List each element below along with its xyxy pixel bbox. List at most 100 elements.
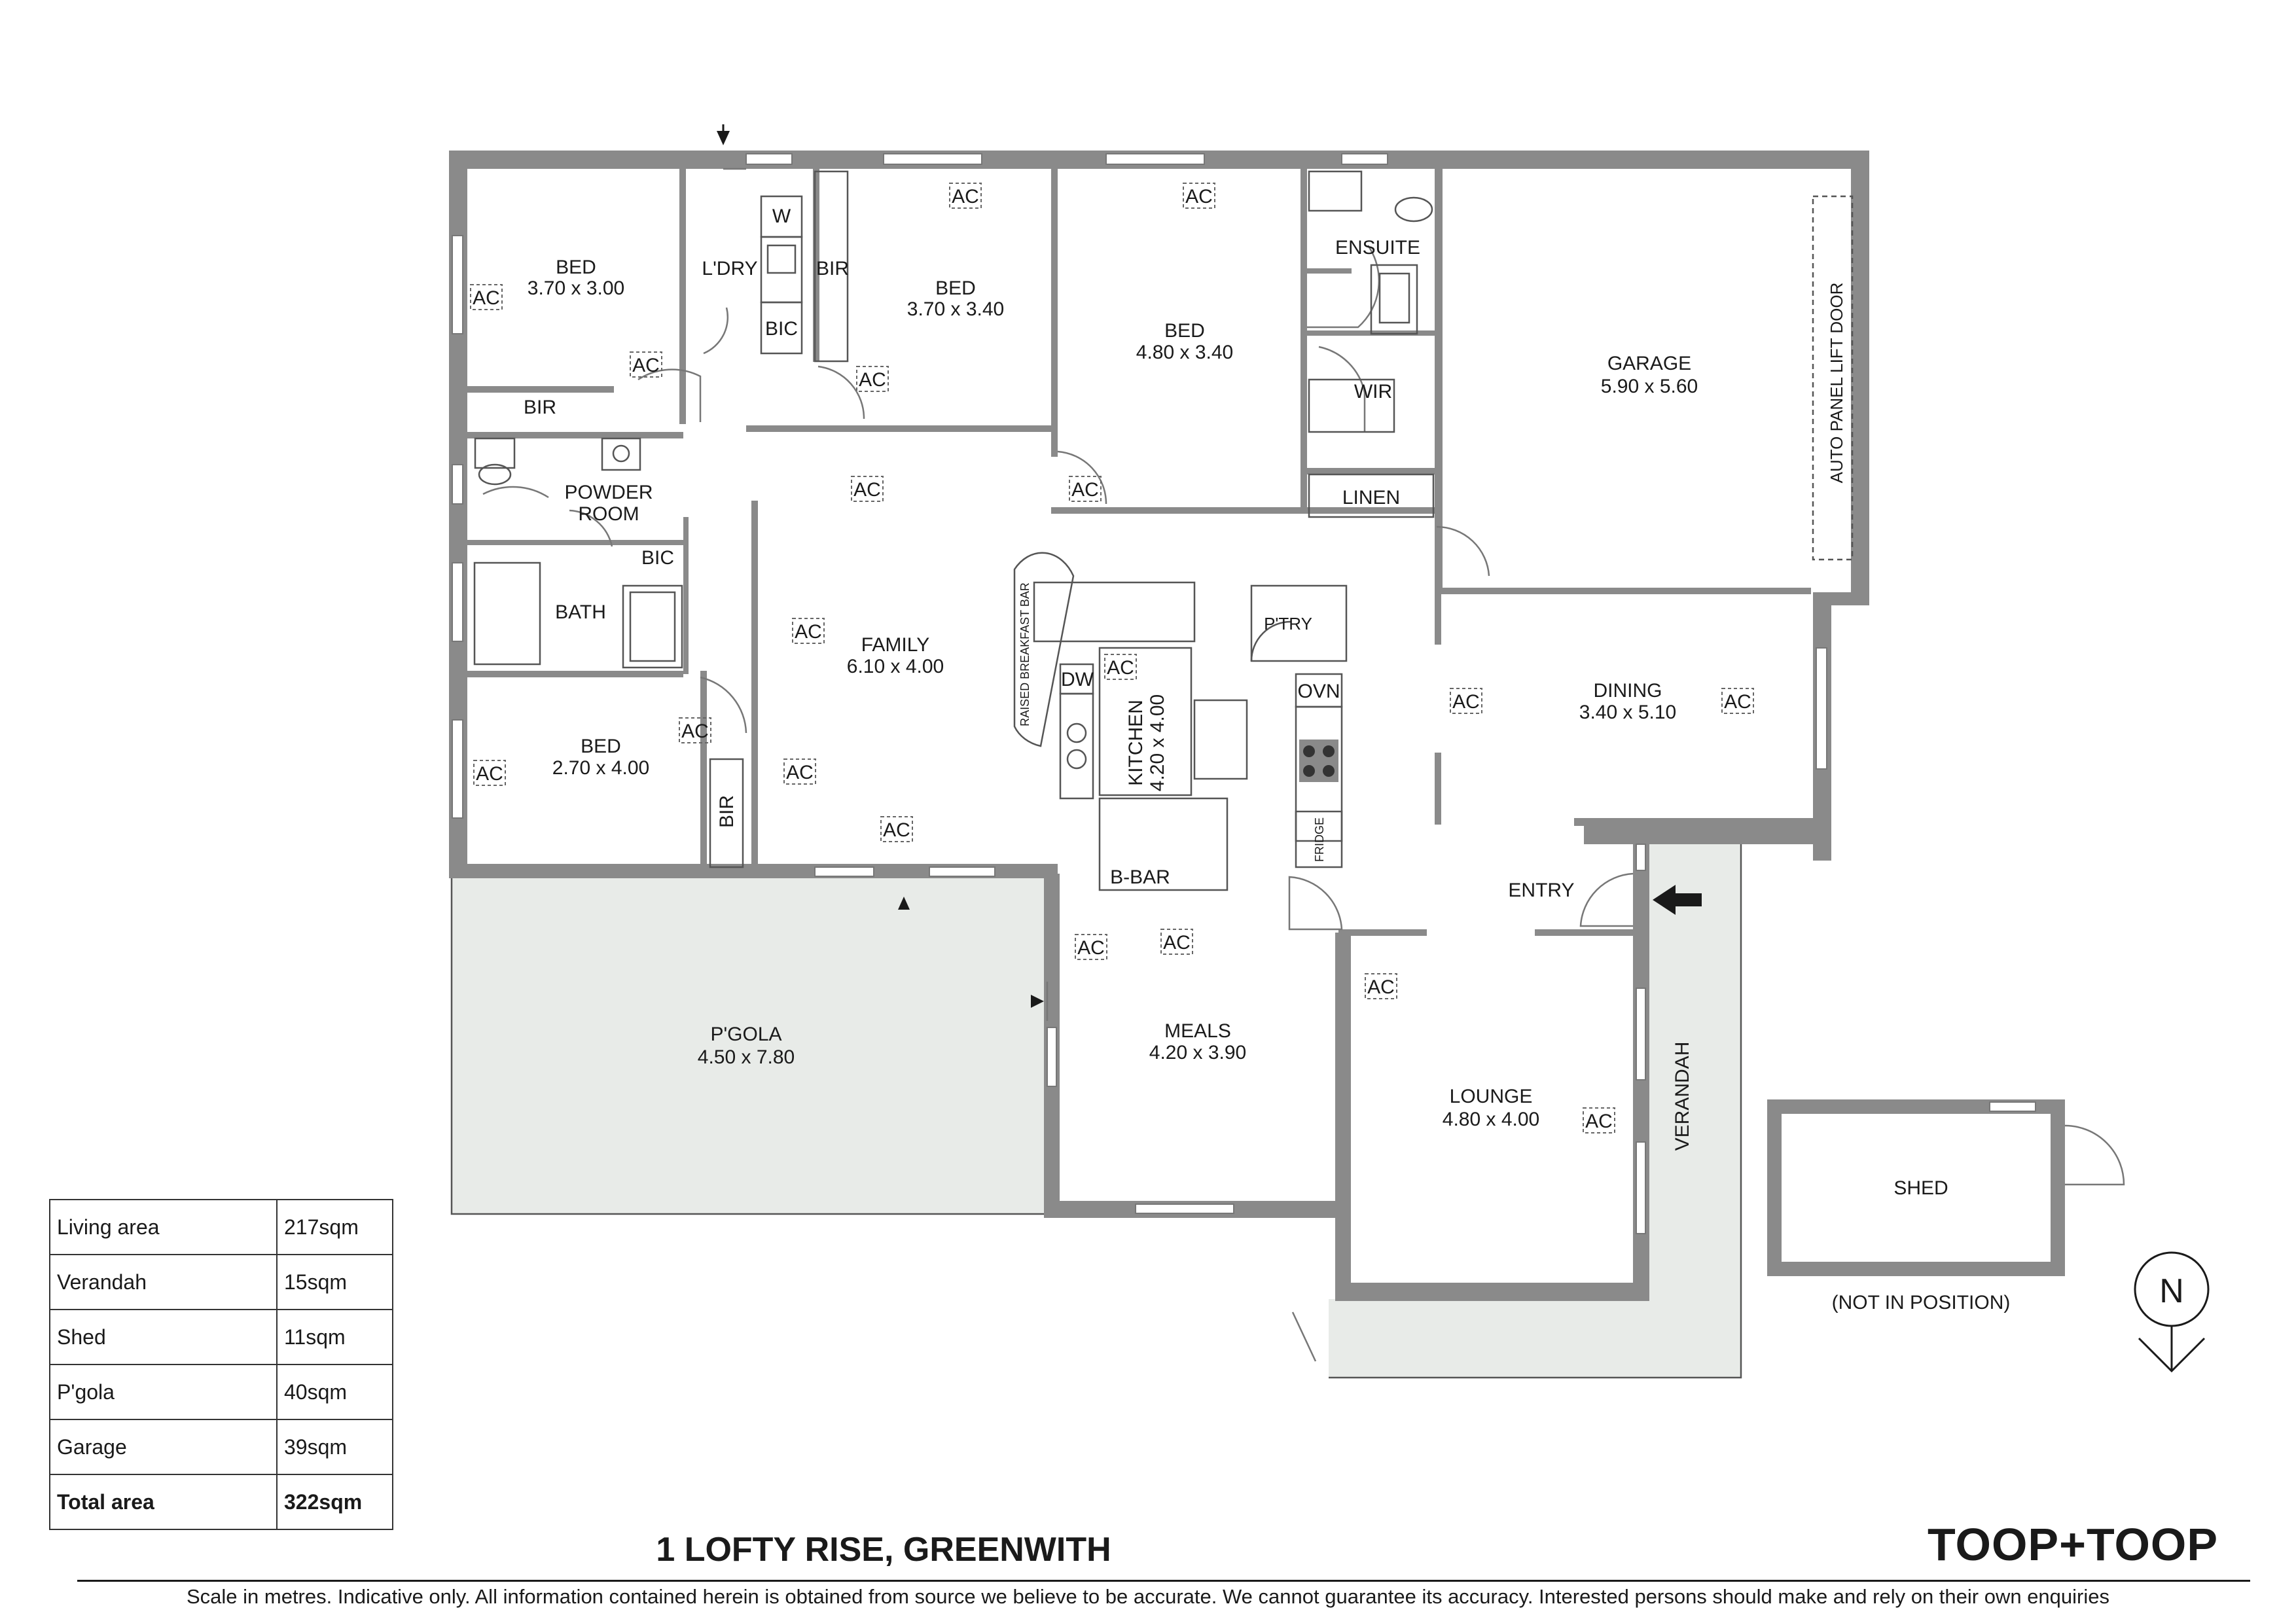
family-dims: 6.10 x 4.00 (847, 656, 944, 677)
bbar-label: B-BAR (1110, 866, 1170, 888)
ac-marker: AC (1183, 183, 1215, 209)
entry-label: ENTRY (1508, 880, 1574, 901)
area-label: Shed (49, 1309, 278, 1365)
dw-label: DW (1061, 669, 1094, 690)
verandah-area (1649, 841, 1741, 1299)
north-arrow-icon (2138, 1337, 2206, 1373)
ac-label: AC (952, 186, 979, 207)
laundry-label: L'DRY (702, 258, 757, 279)
bir-bed2-label: BIR (816, 258, 849, 279)
outdoor-areas (450, 840, 1742, 1379)
area-value: 15sqm (276, 1254, 393, 1310)
property-address: 1 LOFTY RISE, GREENWITH (656, 1531, 1111, 1569)
garage-label: GARAGE (1607, 353, 1691, 374)
garage-dims: 5.90 x 5.60 (1601, 376, 1698, 397)
area-label: Garage (49, 1419, 278, 1475)
ensuite-label: ENSUITE (1335, 237, 1420, 259)
ac-marker: AC (1365, 973, 1397, 999)
ac-label: AC (1724, 691, 1751, 713)
ac-marker: AC (856, 366, 889, 392)
compass: N (2134, 1251, 2210, 1373)
family-label: FAMILY (861, 634, 929, 656)
ac-label: AC (1071, 479, 1099, 501)
ac-label: AC (1107, 657, 1134, 679)
area-value: 11sqm (276, 1309, 393, 1365)
oven-label: OVN (1297, 681, 1340, 702)
lounge-label: LOUNGE (1450, 1086, 1533, 1107)
dining-label: DINING (1594, 680, 1662, 702)
ac-marker: AC (470, 284, 503, 310)
lounge-dims: 4.80 x 4.00 (1443, 1109, 1539, 1130)
shed-note: (NOT IN POSITION) (1832, 1292, 2011, 1313)
bic-bath-label: BIC (641, 547, 674, 569)
powder-label-2: ROOM (578, 503, 639, 525)
wir-label: WIR (1354, 381, 1392, 402)
bed1-dims: 3.70 x 3.00 (528, 277, 624, 299)
bed4-label: BED (581, 736, 621, 757)
room-labels: BED 3.70 x 3.00 BIR L'DRY W BIC BIR BED … (524, 205, 2010, 1313)
bed2-dims: 3.70 x 3.40 (907, 298, 1004, 320)
area-value: 39sqm (276, 1419, 393, 1475)
area-label: Total area (49, 1474, 278, 1530)
breakfast-bar-label: RAISED BREAKFAST BAR (1018, 582, 1031, 726)
ac-label: AC (786, 762, 814, 783)
ac-label: AC (473, 287, 500, 309)
ac-label: AC (1185, 186, 1213, 207)
verandah-label: VERANDAH (1672, 1042, 1693, 1151)
fridge-label: FRIDGE (1313, 817, 1326, 862)
ac-marker: AC (949, 183, 982, 209)
ac-marker: AC (1450, 688, 1482, 714)
bir-bed1-label: BIR (524, 397, 556, 418)
front-verandah-area (1329, 1299, 1741, 1378)
garage-door-label: AUTO PANEL LIFT DOOR (1827, 283, 1846, 484)
ac-label: AC (1077, 937, 1105, 959)
brand-logo: TOOP+TOOP (1928, 1519, 2219, 1570)
linen-label: LINEN (1342, 487, 1400, 508)
ac-marker: AC (1069, 476, 1102, 502)
ac-label: AC (853, 479, 881, 501)
meals-label: MEALS (1164, 1020, 1231, 1042)
area-value: 322sqm (276, 1474, 393, 1530)
ac-marker: AC (473, 760, 506, 786)
ac-label: AC (476, 763, 503, 785)
shed-label: SHED (1893, 1177, 1948, 1199)
front-entry-arrow-icon (1653, 885, 1702, 915)
bir-bed4-label: BIR (716, 795, 738, 828)
bed4-dims: 2.70 x 4.00 (552, 757, 649, 779)
ac-marker: AC (1583, 1107, 1615, 1133)
ac-label: AC (1163, 932, 1191, 954)
laundry-entry-arrow-icon (717, 131, 730, 145)
entry-arrows (717, 124, 1702, 1008)
bed2-label: BED (935, 277, 976, 299)
ac-label: AC (632, 355, 660, 376)
w-label: W (772, 205, 791, 227)
kitchen-dims: 4.20 x 4.00 (1147, 694, 1168, 791)
bed3-label: BED (1164, 320, 1205, 342)
ac-marker: AC (851, 476, 884, 502)
pantry-label: P'TRY (1264, 614, 1312, 633)
powder-label: POWDER (565, 482, 653, 503)
footer-divider (77, 1580, 2250, 1582)
ac-label: AC (883, 819, 910, 841)
ac-marker: AC (783, 758, 816, 785)
area-label: Living area (49, 1199, 278, 1255)
ac-label: AC (1367, 976, 1395, 998)
ac-marker: AC (1075, 934, 1107, 960)
area-label: P'gola (49, 1364, 278, 1420)
disclaimer: Scale in metres. Indicative only. All in… (186, 1585, 2109, 1608)
ac-label: AC (795, 621, 822, 643)
shed (1767, 1099, 2065, 1276)
area-value: 217sqm (276, 1199, 393, 1255)
ac-label: AC (1585, 1111, 1613, 1132)
pergola-label: P'GOLA (710, 1024, 781, 1045)
bed1-label: BED (556, 257, 596, 278)
bed3-dims: 4.80 x 3.40 (1136, 342, 1233, 363)
meals-dims: 4.20 x 3.90 (1149, 1042, 1246, 1063)
ac-marker: AC (630, 351, 662, 378)
area-value: 40sqm (276, 1364, 393, 1420)
